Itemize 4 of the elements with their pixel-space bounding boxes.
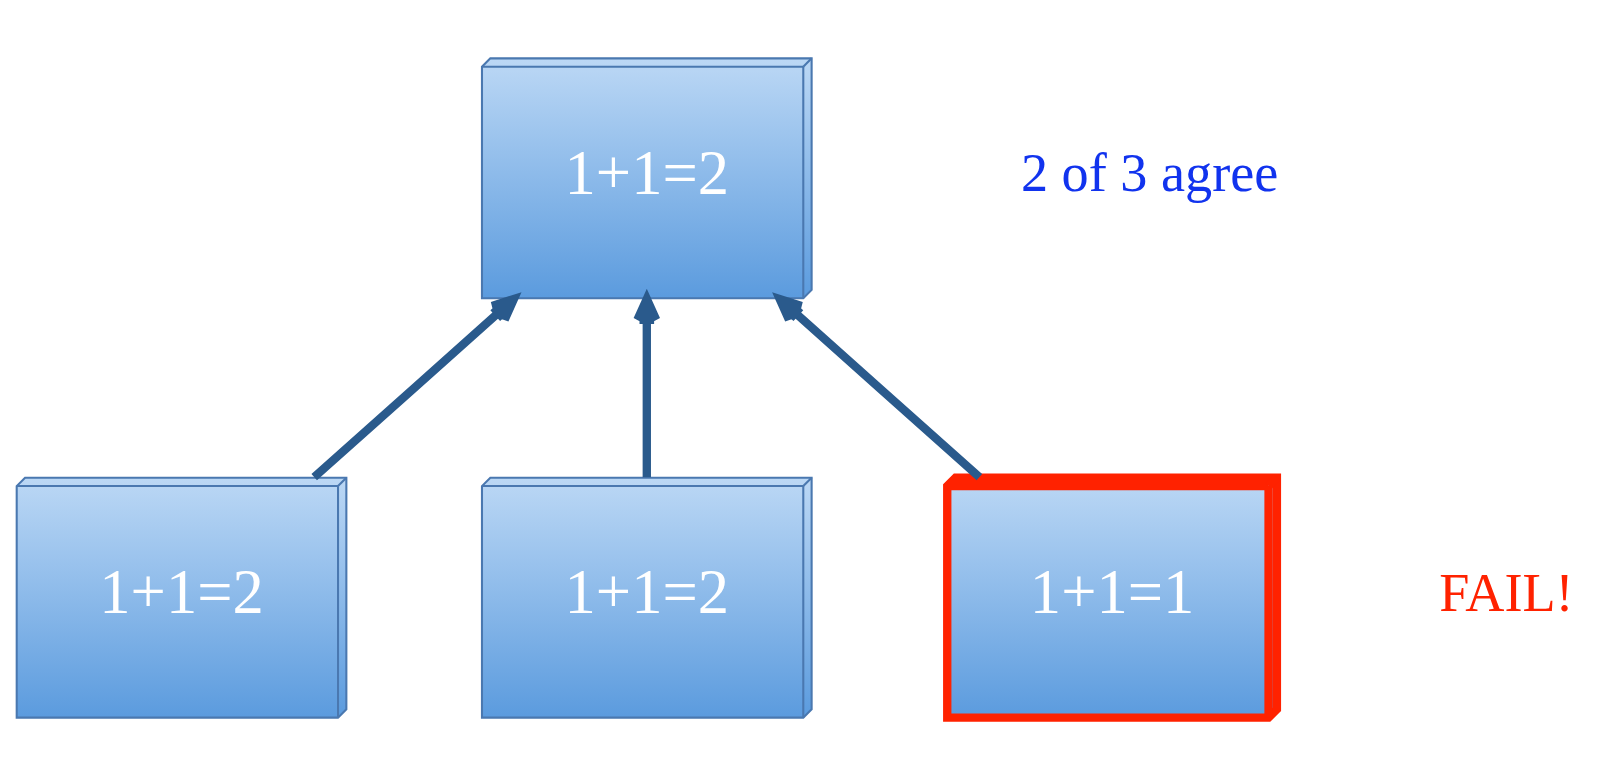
- arrow: [775, 294, 983, 481]
- arrow: [311, 294, 519, 481]
- node-label: FAIL!: [1439, 562, 1574, 623]
- node-label: 2 of 3 agree: [1020, 143, 1279, 204]
